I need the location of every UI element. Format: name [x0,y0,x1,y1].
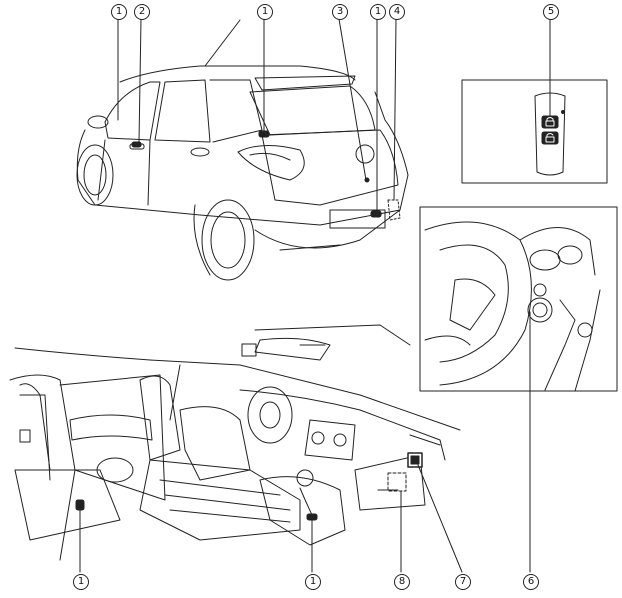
room-lamp [241,343,257,357]
rear-hatch [261,129,399,206]
tail-lamp [237,144,305,181]
callout-bottom-e: 6 [523,574,539,590]
callout-top-f: 4 [389,4,405,20]
steering-wheel-rim [424,221,532,386]
callout-top-g: 5 [543,4,559,20]
side-mirror [87,115,109,129]
windshield-base [239,364,461,431]
rear-seat-cushion [14,469,121,541]
steering-hub [449,278,496,331]
car-interior-view [9,324,463,573]
front-wheel [76,144,114,206]
callout-top-c: 1 [257,4,273,20]
roof-antenna [204,19,241,67]
dashboard [239,389,446,461]
fuel-lid [190,147,210,157]
door-armrest [69,414,153,441]
interior-steering-wheel [247,386,293,444]
instrument-cluster [519,227,596,276]
callout-bottom-c: 8 [394,574,410,590]
car-exterior-rear-view [76,18,409,281]
key-fob-icon [534,92,566,176]
center-stack [304,419,356,461]
antenna-marker-icon [370,210,382,218]
callout-bottom-a: 1 [73,574,89,590]
door-speaker [96,457,134,483]
key-fob-inset [461,18,608,184]
antenna-marker-icon [258,130,270,138]
ignition-frame [419,206,618,392]
rear-door-window [154,79,211,143]
front-door-panel [59,374,166,501]
roof-rail [14,347,241,366]
rear-emblem [355,144,375,164]
rear-windshield [249,85,376,136]
body-outline [76,91,409,226]
callout-bottom-b: 1 [305,574,321,590]
front-seat-cushion [139,459,301,541]
front-seat-back-right [179,406,251,481]
roof-line [119,65,356,83]
push-start-button [527,297,553,323]
bumper-antenna-marker [387,199,401,221]
shift-knob [296,469,314,487]
key-fob-frame [461,79,608,184]
c-pillar [209,79,263,143]
rear-wheel [201,199,255,281]
antenna-marker-icon [131,141,142,148]
callout-bottom-d: 7 [455,574,471,590]
headliner [254,324,411,346]
ignition-inset [419,206,618,573]
callout-top-b: 2 [134,4,150,20]
callout-top-e: 1 [370,4,386,20]
front-seat-back-left [139,375,181,461]
rear-spoiler [254,75,356,91]
glove-box-antenna-marker [387,472,407,492]
rear-side-window [104,81,161,141]
license-plate [329,209,386,229]
center-console [259,476,346,546]
rear-door-frame [9,374,76,561]
glove-box [354,454,426,511]
callout-top-d: 3 [332,4,348,20]
callout-top-a: 1 [111,4,127,20]
sun-visor [254,337,331,361]
